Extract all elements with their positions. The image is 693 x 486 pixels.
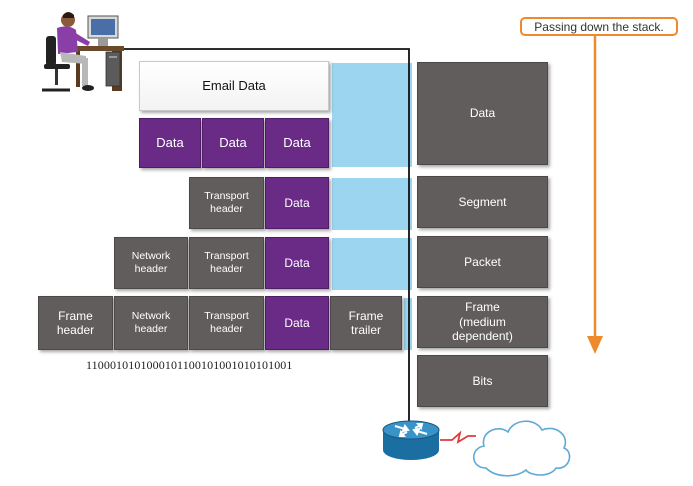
pdu-label-data: Data bbox=[417, 62, 548, 165]
transport-header-segment: Transport header bbox=[189, 177, 264, 229]
pdu-label-bits: Bits bbox=[417, 355, 548, 407]
app-data-2: Data bbox=[202, 118, 264, 168]
transport-header-frame: Transport header bbox=[189, 296, 264, 350]
app-data-1: Data bbox=[139, 118, 201, 168]
frame-trailer: Frame trailer bbox=[330, 296, 402, 350]
blue-strip-packet bbox=[332, 238, 412, 290]
pdu-label-packet: Packet bbox=[417, 236, 548, 288]
bits-string: 1100010101000101100101001010101001 bbox=[86, 358, 293, 372]
frame-header: Frame header bbox=[38, 296, 113, 350]
pdu-label-segment: Segment bbox=[417, 176, 548, 228]
router-icon bbox=[382, 420, 440, 460]
transport-header-packet: Transport header bbox=[189, 237, 264, 289]
app-data-3: Data bbox=[265, 118, 329, 168]
pdu-label-frame: Frame (medium dependent) bbox=[417, 296, 548, 348]
cloud-icon bbox=[472, 420, 571, 477]
frame-data: Data bbox=[265, 296, 329, 350]
blue-strip-frame bbox=[404, 298, 412, 350]
blue-strip-segment bbox=[332, 178, 412, 230]
email-data-box: Email Data bbox=[139, 61, 329, 111]
network-header-packet: Network header bbox=[114, 237, 188, 289]
person-at-computer-icon bbox=[42, 12, 124, 92]
packet-data: Data bbox=[265, 237, 329, 289]
segment-data: Data bbox=[265, 177, 329, 229]
down-arrow-icon bbox=[587, 36, 603, 354]
wan-link-icon bbox=[440, 430, 476, 444]
blue-strip-data bbox=[332, 63, 412, 167]
passing-down-callout: Passing down the stack. bbox=[520, 17, 678, 36]
network-header-frame: Network header bbox=[114, 296, 188, 350]
